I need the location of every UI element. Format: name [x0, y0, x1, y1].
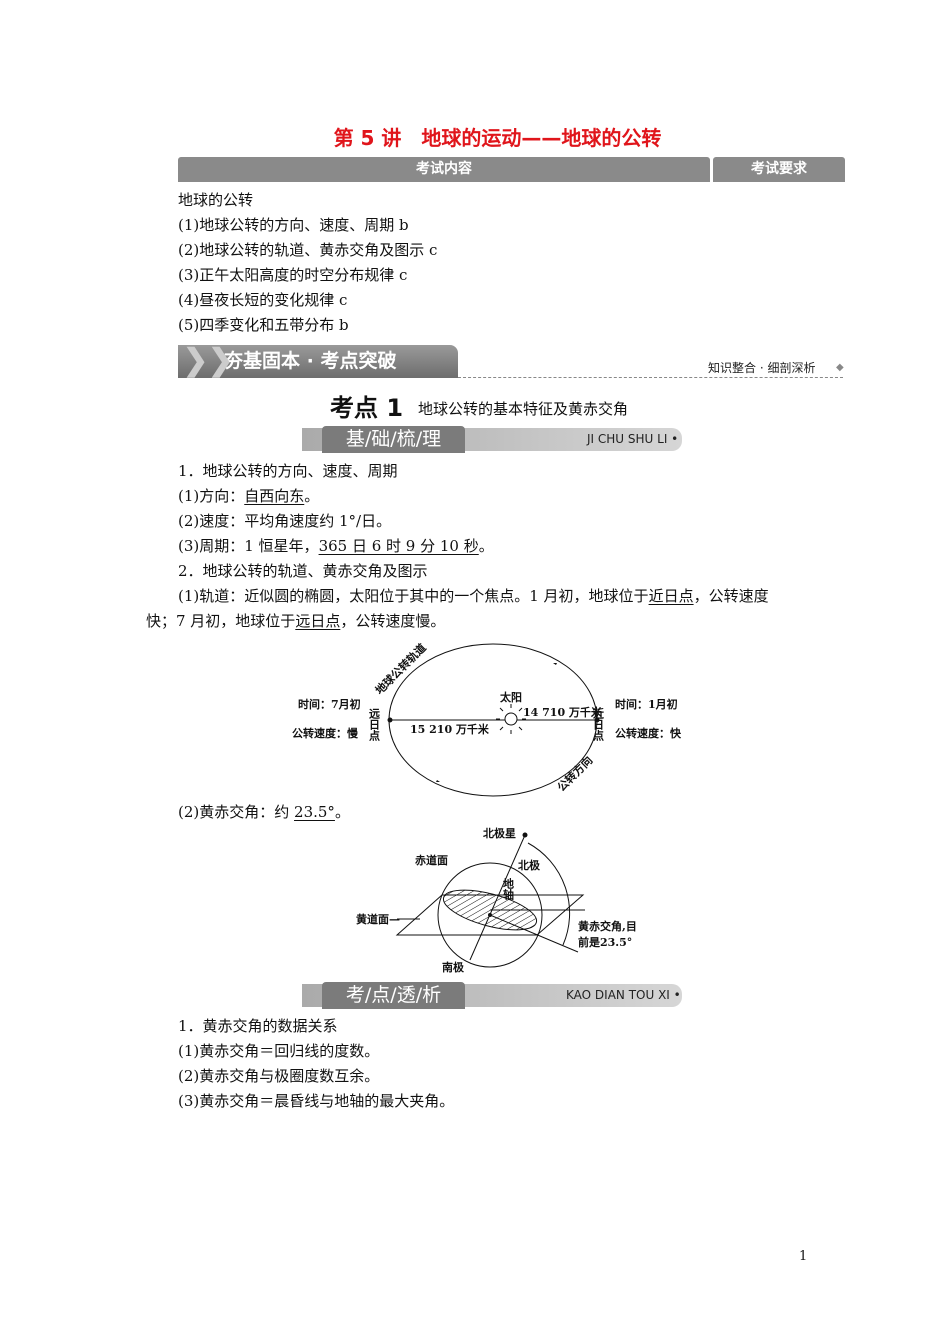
angle-label-2: 前是23.5°: [578, 935, 632, 949]
south-pole-label: 南极: [442, 960, 465, 974]
angle-arc: [527, 842, 571, 946]
equator-extension: [489, 914, 579, 953]
kaodian-label: 考点 1: [330, 394, 404, 422]
aphelion-point: [387, 717, 393, 723]
page-number: 1: [799, 1249, 808, 1264]
perihelion-speed: 公转速度：快: [615, 726, 682, 740]
text-segment: (1)轨道：近似圆的椭圆，太阳位于其中的一个焦点。1 月初，地球位于: [178, 587, 649, 605]
chevron-icon: ❯❯: [183, 343, 234, 378]
section-banner: 夯基固本 · 考点突破: [178, 345, 458, 378]
text-segment: 。: [304, 487, 320, 505]
polaris-point: [522, 832, 528, 838]
text-line: 2．地球公转的轨道、黄赤交角及图示: [178, 560, 428, 581]
kaodian-title: 地球公转的基本特征及黄赤交角: [418, 400, 629, 418]
text-segment: 1．地球公转的方向、速度、周期: [178, 462, 398, 480]
axis-label: 地轴: [502, 877, 515, 901]
sun-label: 太阳: [499, 690, 522, 704]
divider: [458, 377, 843, 378]
text-segment: 。: [334, 803, 350, 821]
perihelion-label: 近日点: [592, 707, 605, 742]
text-line: (2)黄赤交角：约 23.5°。: [178, 801, 350, 822]
page-title: 第 5 讲 地球的运动——地球的公转: [333, 126, 662, 150]
text-segment: (1)方向：: [178, 487, 245, 505]
text-line: (1)轨道：近似圆的椭圆，太阳位于其中的一个焦点。1 月初，地球位于近日点，公转…: [178, 585, 769, 606]
ecliptic-plane: [395, 894, 585, 936]
text-segment: 快；7 月初，地球位于: [146, 612, 296, 630]
table-header-content: 考试内容: [178, 157, 710, 182]
table-header-requirement: 考试要求: [713, 157, 845, 182]
text-segment: (2)速度：平均角速度约 1°/日。: [178, 512, 392, 530]
banner-right: 知识整合 · 细剖深析: [708, 361, 816, 375]
text-line: (1)方向：自西向东。: [178, 485, 319, 506]
answer-text: 23.5°: [294, 803, 335, 821]
text-segment: (3)周期：1 恒星年，: [178, 537, 319, 555]
answer-text: 365 日 6 时 9 分 10 秒: [318, 537, 479, 555]
text-segment: ，公转速度慢。: [340, 612, 446, 630]
sun-icon: [496, 704, 526, 734]
section-pinyin: KAO DIAN TOU XI •: [566, 988, 681, 1002]
text-line: 快；7 月初，地球位于远日点，公转速度慢。: [146, 610, 445, 631]
aphelion-label: 远日点: [368, 708, 381, 742]
earth-axis: [469, 834, 526, 961]
text-line: (2)地球公转的轨道、黄赤交角及图示 c: [178, 241, 438, 259]
banner-label: 夯基固本 · 考点突破: [224, 350, 397, 372]
aphelion-speed: 公转速度：慢: [292, 726, 359, 740]
perihelion-point: [594, 717, 600, 723]
polaris-label: 北极星: [483, 826, 516, 840]
text-line: (3)正午太阳高度的时空分布规律 c: [178, 266, 408, 284]
text-line: 地球的公转: [178, 191, 254, 209]
answer-text: 远日点: [295, 612, 341, 630]
text-line: 1．黄赤交角的数据关系: [178, 1017, 338, 1035]
text-segment: ，公转速度: [693, 587, 769, 605]
section-label: 基/础/梳/理: [322, 426, 465, 453]
diamond-icon: ◆: [836, 362, 844, 373]
text-line: (4)昼夜长短的变化规律 c: [178, 291, 348, 309]
answer-text: 自西向东: [244, 487, 305, 505]
angle-label-1: 黄赤交角,目: [578, 919, 637, 933]
text-line: (3)周期：1 恒星年，365 日 6 时 9 分 10 秒。: [178, 535, 494, 556]
near-distance: 14 710 万千米: [523, 705, 603, 719]
text-line: (3)黄赤交角＝晨昏线与地轴的最大夹角。: [178, 1092, 455, 1110]
text-segment: 2．地球公转的轨道、黄赤交角及图示: [178, 562, 428, 580]
earth-sphere: [437, 862, 543, 968]
answer-text: 近日点: [648, 587, 694, 605]
aphelion-time: 时间：7月初: [298, 697, 361, 711]
ecliptic-label: 黄道面—: [356, 912, 400, 926]
north-pole-label: 北极: [518, 858, 541, 872]
text-line: (1)黄赤交角＝回归线的度数。: [178, 1042, 380, 1060]
text-line: (5)四季变化和五带分布 b: [178, 316, 349, 334]
section-pinyin: JI CHU SHU LI •: [587, 432, 679, 446]
equator-label: 赤道面: [415, 853, 448, 867]
section-label: 考/点/透/析: [322, 982, 465, 1009]
perihelion-time: 时间：1月初: [615, 697, 678, 711]
text-line: 1．地球公转的方向、速度、周期: [178, 460, 398, 481]
far-distance: 15 210 万千米: [410, 722, 490, 736]
text-segment: 。: [478, 537, 494, 555]
text-line: (1)地球公转的方向、速度、周期 b: [178, 216, 409, 234]
text-line: (2)黄赤交角与极圈度数互余。: [178, 1067, 380, 1085]
text-segment: (2)黄赤交角：约: [178, 803, 295, 821]
text-line: (2)速度：平均角速度约 1°/日。: [178, 510, 391, 531]
